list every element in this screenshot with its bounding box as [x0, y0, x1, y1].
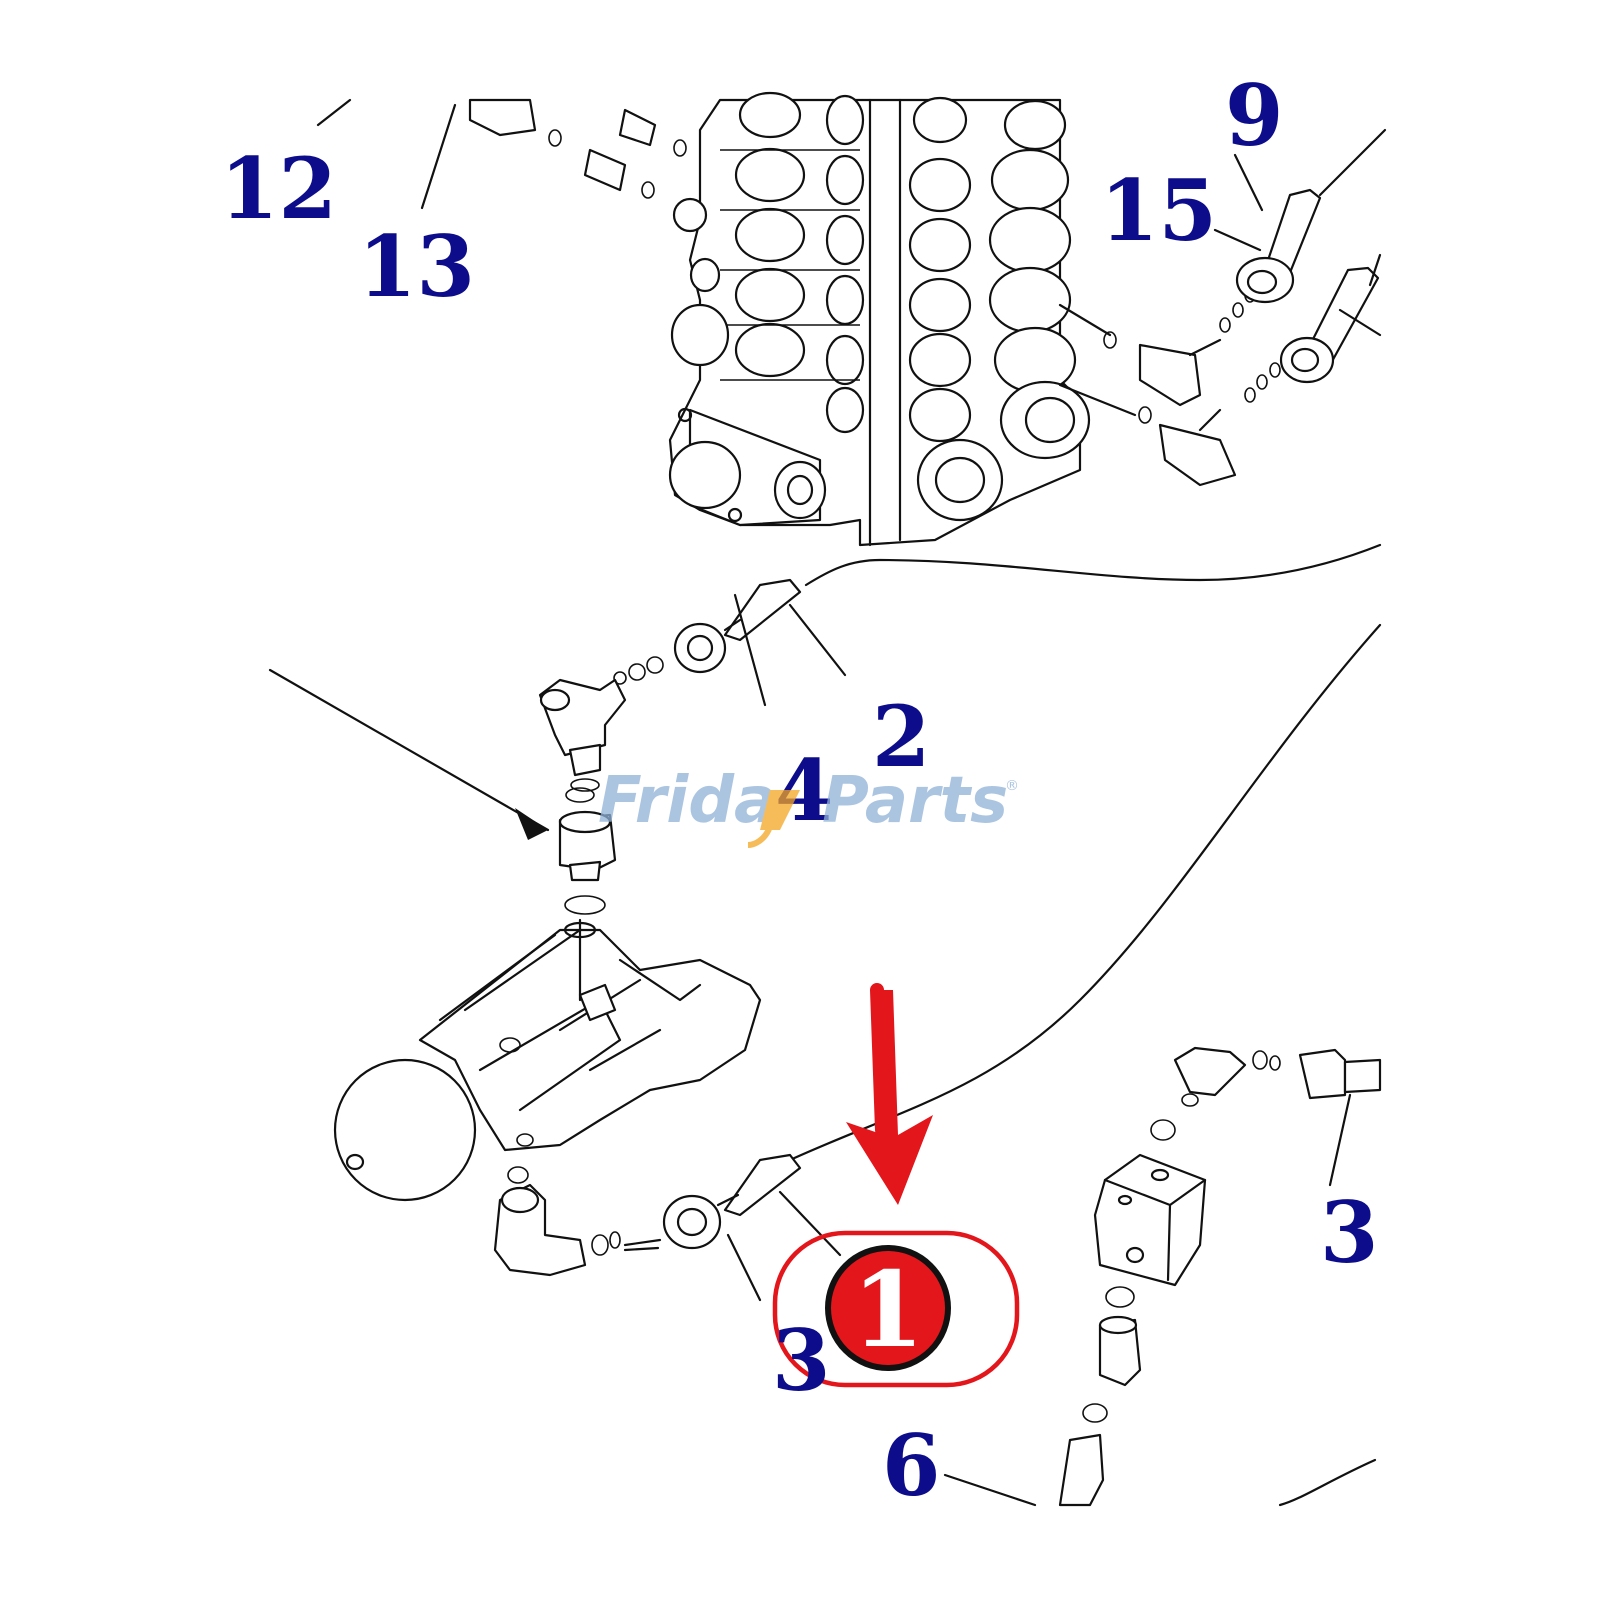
leader-line-6: [943, 1473, 1037, 1507]
right-elbow-and-hose-end: [1173, 1046, 1382, 1187]
valve-spools-left: [720, 91, 865, 434]
callout-2: 2: [872, 687, 930, 786]
callout-6: 6: [882, 1416, 940, 1515]
lower-left-fitting: [493, 1166, 662, 1277]
pointer-arrow: [268, 668, 550, 840]
leader-lines-2-4: [733, 593, 847, 707]
watermark: Frida Parts ®: [598, 764, 1019, 848]
valve-bottom-ports: [668, 407, 1004, 527]
callout-3-lower: 3: [772, 1311, 830, 1410]
valve-spools-right: [908, 96, 1091, 460]
check-valve: [558, 787, 617, 915]
hose-end-fitting-middle: [613, 578, 802, 685]
watermark-logo-icon: [747, 790, 800, 848]
callout-3-right: 3: [1320, 1183, 1378, 1282]
callout-9: 9: [1225, 66, 1283, 165]
callout-labels: 12 13 9 15 2 4 3 3 6: [220, 66, 1378, 1515]
highlight-badge: 1: [825, 1245, 951, 1371]
watermark-registered-mark: ®: [1005, 778, 1019, 794]
right-junction-block: [1058, 1119, 1207, 1507]
lower-manifold: [418, 918, 762, 1152]
watermark-left: Frida: [598, 764, 777, 838]
highlight-arrow: [846, 983, 933, 1205]
hose-connector-right: [1279, 253, 1382, 384]
valve-left-fittings: [468, 98, 730, 367]
watermark-right: Parts: [822, 764, 1008, 838]
highlight-frame: [772, 1230, 1020, 1388]
callout-12: 12: [220, 139, 337, 238]
callout-13: 13: [358, 217, 475, 316]
highlight-label: 1: [852, 1248, 924, 1371]
callout-15: 15: [1100, 161, 1217, 260]
leader-lines-top: [316, 98, 1264, 252]
valve-right-fittings: [1058, 287, 1281, 487]
hose-connector-top-right: [1235, 128, 1387, 304]
control-valve-assembly: [468, 91, 1281, 547]
hose-end-fitting-lower: [662, 1153, 842, 1302]
hose-lower-right: [1278, 1458, 1377, 1507]
accumulator-sphere: [333, 1058, 477, 1202]
elbow-fitting: [538, 678, 627, 792]
